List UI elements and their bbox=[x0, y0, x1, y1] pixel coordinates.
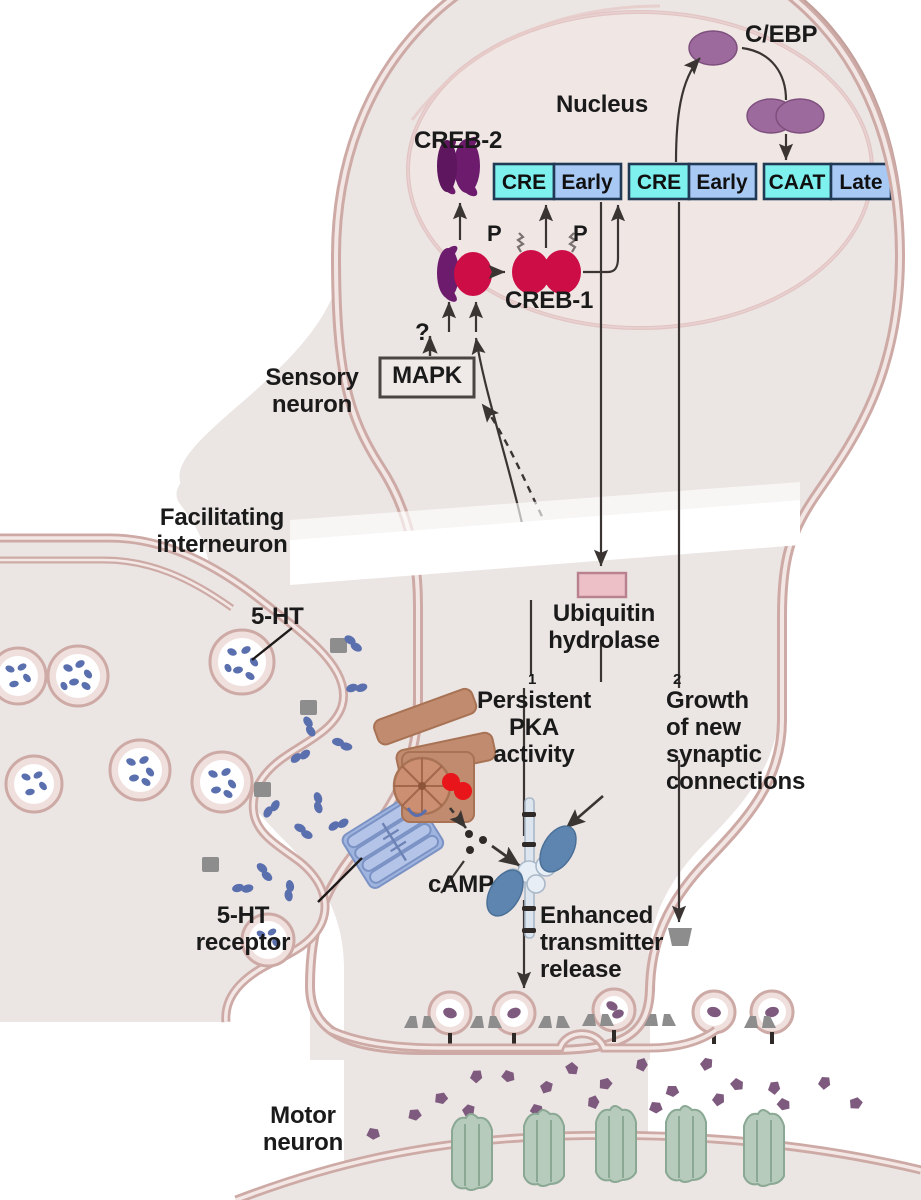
nucleus-label: Nucleus bbox=[556, 91, 648, 118]
cebp-dimer bbox=[746, 98, 825, 134]
camp-label: cAMP bbox=[428, 871, 494, 898]
interneuron-vesicles bbox=[0, 628, 296, 968]
presynaptic-membrane bbox=[328, 1025, 719, 1053]
ubiquitin-hydrolase-label: Ubiquitin hydrolase bbox=[548, 600, 660, 654]
mapk-label: MAPK bbox=[392, 362, 462, 389]
creb1-heterodimer bbox=[437, 245, 492, 302]
sensory-neuron-label: Sensory neuron bbox=[265, 364, 359, 418]
docked-vesicle bbox=[691, 989, 737, 1044]
nucleus-arrows bbox=[441, 46, 794, 332]
vesicle bbox=[46, 644, 110, 708]
motor-neuron bbox=[234, 1105, 921, 1200]
gene-box-caat: CAAT bbox=[762, 162, 833, 201]
facilitating-interneuron-label: Facilitating interneuron bbox=[156, 504, 288, 558]
postsynaptic-receptors bbox=[451, 1105, 785, 1191]
gene-label: CAAT bbox=[769, 171, 826, 194]
axon-signal-arrows bbox=[529, 202, 681, 688]
gene-box-early-2: Early bbox=[687, 162, 758, 201]
mapk-box bbox=[378, 356, 476, 399]
axon-break-band bbox=[290, 482, 800, 585]
docked-vesicle bbox=[749, 989, 795, 1044]
vesicle bbox=[190, 750, 254, 814]
serotonin-label: 5-HT bbox=[251, 603, 304, 630]
creb2-label: CREB-2 bbox=[414, 127, 503, 154]
vesicle bbox=[240, 912, 296, 968]
receptor bbox=[523, 1109, 565, 1187]
docked-vesicle bbox=[491, 990, 537, 1045]
receptor bbox=[595, 1105, 637, 1183]
receptor bbox=[451, 1113, 493, 1191]
vesicle bbox=[208, 628, 276, 696]
adenylyl-cyclase-complex bbox=[373, 687, 497, 823]
transmitter-molecules bbox=[366, 1057, 863, 1140]
creb1-homodimer-phosphorylated bbox=[512, 232, 581, 294]
receptor bbox=[665, 1105, 707, 1183]
gene-label: Late bbox=[839, 171, 882, 194]
sensory-cell-membrane bbox=[305, 0, 905, 993]
leader-lines bbox=[251, 627, 363, 903]
gene-box-early-1: Early bbox=[552, 162, 623, 201]
outcome-2-label: Growth of new synaptic connections bbox=[666, 687, 806, 795]
gene-box-cre-1: CRE bbox=[492, 162, 556, 201]
serotonin-molecules bbox=[232, 635, 368, 902]
camp-molecules bbox=[465, 830, 487, 854]
phospho-left-label: P bbox=[487, 221, 502, 246]
gene-label: CRE bbox=[502, 171, 546, 194]
gene-label: CRE bbox=[637, 171, 681, 194]
outcome-2-number: 2 bbox=[673, 671, 682, 688]
pka-holoenzyme bbox=[486, 797, 577, 939]
enhanced-release-label: Enhanced transmitter release bbox=[540, 902, 664, 983]
new-synaptic-connection bbox=[668, 928, 692, 946]
gene-label: Early bbox=[561, 171, 613, 194]
creb2-protein bbox=[437, 136, 480, 197]
vesicle bbox=[108, 738, 172, 802]
gene-label: Early bbox=[696, 171, 748, 194]
docked-vesicle bbox=[427, 990, 473, 1045]
receptor bbox=[743, 1109, 785, 1187]
camp-arrows bbox=[440, 807, 521, 894]
interneuron-active-zones bbox=[202, 638, 347, 872]
outcome-1-label: Persistent PKA activity bbox=[476, 687, 592, 768]
phospho-right-label: P bbox=[573, 221, 588, 246]
serotonin-receptor-label: 5-HT receptor bbox=[195, 902, 291, 956]
presynaptic-release-sites bbox=[404, 987, 795, 1045]
ubiquitin-hydrolase-box bbox=[576, 571, 628, 599]
unknown-step-label: ? bbox=[415, 319, 430, 346]
gene-box-late: Late bbox=[829, 162, 893, 201]
gene-boxes: CRE Early CRE Early CAAT Late bbox=[492, 162, 893, 201]
vesicle bbox=[4, 754, 64, 814]
cebp-label: C/EBP bbox=[745, 21, 818, 48]
creb1-label: CREB-1 bbox=[505, 287, 594, 314]
outcome-lines bbox=[516, 688, 687, 989]
outcome-1-number: 1 bbox=[528, 671, 537, 688]
cebp-monomer bbox=[688, 30, 738, 66]
motor-neuron-label: Motor neuron bbox=[262, 1102, 344, 1156]
active-zone-proteins bbox=[404, 1014, 776, 1028]
gene-box-cre-2: CRE bbox=[627, 162, 691, 201]
vesicle bbox=[0, 646, 48, 706]
